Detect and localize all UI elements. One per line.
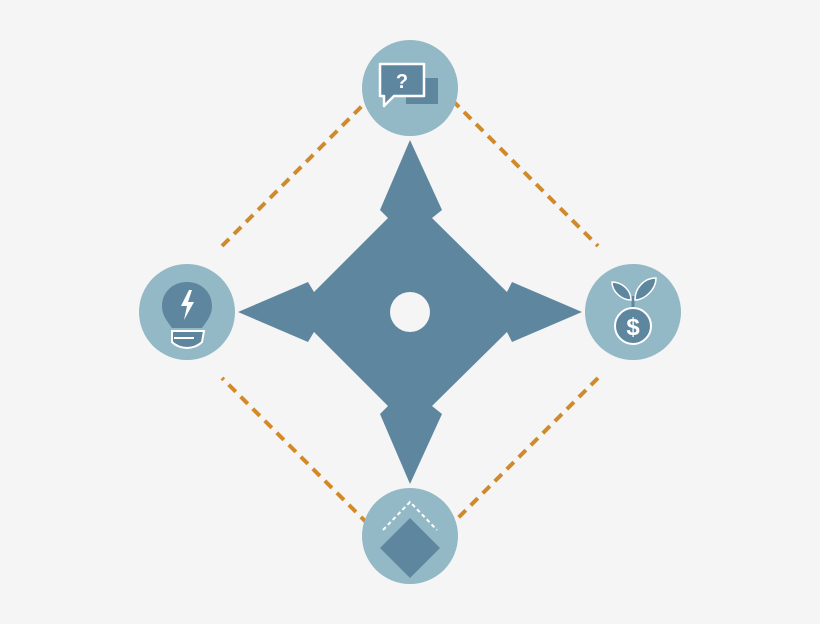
four-pointed-star-icon [238, 140, 582, 484]
question-glyph: ? [396, 71, 408, 93]
money-plant-icon: $ [611, 277, 657, 345]
node-right: $ [585, 264, 681, 360]
connector-right-bottom [450, 376, 600, 526]
dollar-glyph: $ [626, 314, 640, 341]
node-left [139, 264, 235, 360]
question-chat-icon: ? [378, 62, 438, 108]
layers-diamond-icon [380, 500, 440, 578]
connector-left-top [220, 98, 370, 248]
connector-top-right [450, 98, 600, 248]
connector-bottom-left [220, 376, 370, 526]
connector-lines [220, 98, 600, 526]
lightbulb-bolt-icon [162, 282, 212, 350]
node-top: ? [362, 40, 458, 136]
node-bottom [362, 488, 458, 584]
